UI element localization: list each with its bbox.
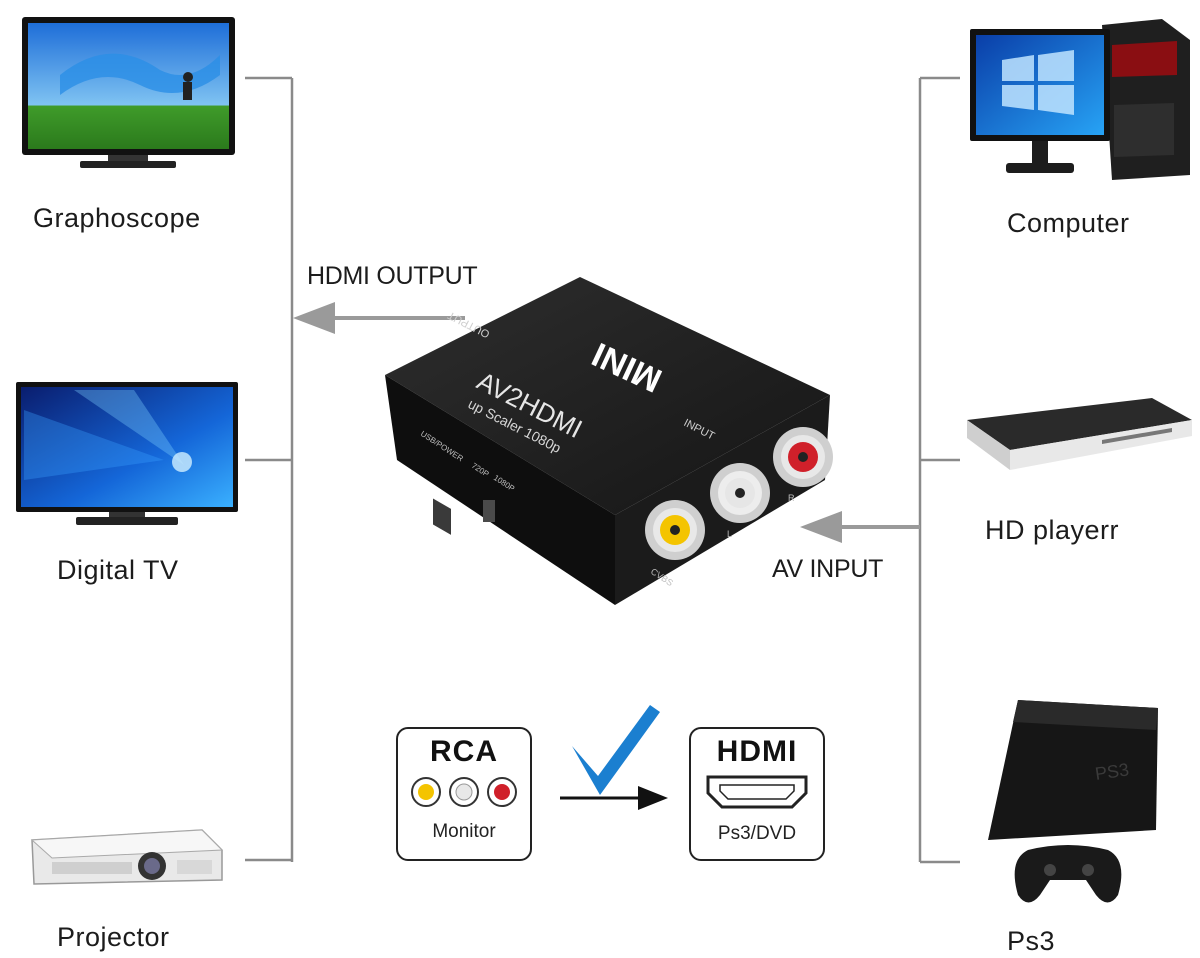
hdmi-output-arrow [293, 302, 465, 334]
right-channel-text: R [788, 493, 795, 503]
rca-badge: RCA Monitor [396, 727, 532, 861]
device-label-projector: Projector [57, 922, 170, 952]
rca-jack-yellow [645, 500, 705, 560]
rca-badge-subtitle: Monitor [432, 821, 496, 842]
device-label-graphoscope: Graphoscope [33, 203, 201, 233]
hdmi-badge-subtitle: Ps3/DVD [717, 823, 797, 844]
rca-jack-white [710, 463, 770, 523]
av-input-arrow [800, 511, 920, 543]
hdmi-badge: HDMI Ps3/DVD [689, 727, 825, 861]
rca-connectors-icon [411, 777, 517, 807]
device-label-digital-tv: Digital TV [57, 555, 179, 585]
device-label-computer: Computer [1007, 208, 1130, 238]
gamepad-icon [1014, 845, 1122, 903]
projector-icon [30, 829, 224, 885]
rca-to-hdmi-arrow [560, 786, 668, 810]
ps3-console-icon: PS3 [988, 700, 1158, 903]
digital-tv-icon [16, 382, 238, 525]
computer-icon [970, 19, 1190, 180]
av-input-label: AV INPUT [772, 555, 884, 583]
device-label-ps3: Ps3 [1007, 926, 1056, 956]
hdmi-badge-title: HDMI [716, 735, 798, 768]
rca-badge-title: RCA [430, 735, 498, 768]
svg-text:PS3: PS3 [1094, 759, 1130, 784]
device-label-hd-player: HD playerr [985, 515, 1120, 545]
hdmi-port-icon [706, 775, 808, 809]
tv-graphoscope-icon [22, 17, 235, 168]
left-channel-text: L [727, 529, 732, 539]
av2hdmi-converter: MINI AV2HDMI up Scaler 1080p OUTPUT INPU… [385, 277, 833, 605]
check-icon [572, 705, 660, 795]
hdmi-output-label: HDMI OUTPUT [307, 262, 478, 290]
hd-player-icon [967, 398, 1192, 470]
rca-jack-red [773, 427, 833, 487]
